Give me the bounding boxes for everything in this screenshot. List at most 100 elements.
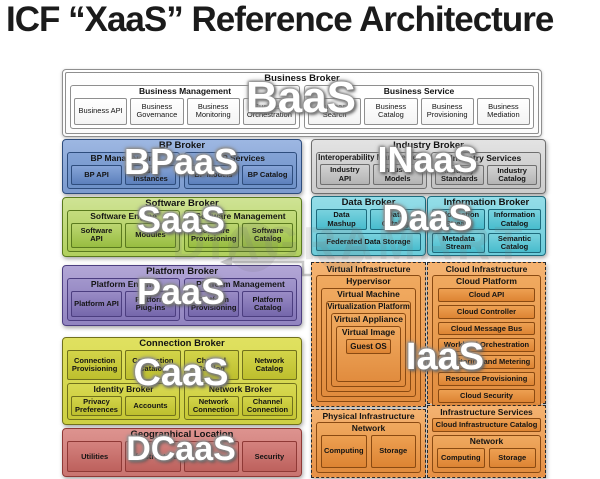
- item-box: Metadata Stream: [432, 232, 485, 254]
- network-box: Network Computing Storage: [316, 421, 421, 473]
- industry-broker: Industry Broker Interoperability Managem…: [311, 139, 546, 194]
- industry-services-group: Industry Services Industry Standards Ind…: [430, 152, 541, 190]
- broker-title: BP Broker: [158, 140, 206, 151]
- virtualization-platform-box: Virtualization Platform Virtual Applianc…: [326, 300, 411, 392]
- network-broker-group: Network Broker Network Connection Channe…: [184, 383, 297, 420]
- business-broker: Business Broker Business Management Busi…: [62, 69, 542, 137]
- item-box: Business Mediation: [476, 97, 530, 125]
- platform-broker: Platform Broker Platform Engine Platform…: [62, 265, 302, 326]
- cloud-infrastructure: Cloud Infrastructure Cloud Platform Clou…: [427, 262, 546, 407]
- item-box: Channel Connection: [242, 395, 293, 416]
- group-title: Software Management: [195, 211, 286, 222]
- section-title: Infrastructure Services: [440, 406, 533, 417]
- virtual-appliance-box: Virtual Appliance Virtual Image Guest OS: [331, 312, 406, 387]
- item-box: Security: [241, 441, 297, 472]
- group-title: Platform Engine: [90, 279, 157, 290]
- item-box: Storage: [488, 447, 536, 468]
- box-label: Network: [469, 436, 504, 447]
- broker-title: Information Broker: [443, 197, 530, 208]
- box-label: Virtual Image: [341, 327, 396, 338]
- section-title: Cloud Infrastructure: [445, 263, 528, 274]
- item-box: Platform Plug-ins: [125, 290, 176, 317]
- guest-os-box: Guest OS: [346, 338, 391, 354]
- group-title: Software Engine: [90, 211, 157, 222]
- virtual-image-box: Virtual Image Guest OS: [336, 325, 401, 382]
- item-box: Cloud Message Bus: [438, 321, 535, 336]
- broker-title: Geographical Location: [130, 429, 234, 440]
- section-title: Physical Infrastructure: [322, 410, 415, 421]
- broker-title: Software Broker: [145, 198, 219, 209]
- item-box: Industry Standards: [434, 164, 485, 186]
- item-box: Cloud Security: [438, 389, 535, 403]
- box-label: Virtual Machine: [337, 289, 400, 300]
- interoperability-management-group: Interoperability Management Industry API…: [316, 152, 427, 190]
- item-box: Data Mashup: [316, 209, 367, 230]
- software-broker: Software Broker Software Engine Software…: [62, 197, 302, 257]
- group-title: BP Management: [90, 153, 157, 164]
- group-title: Platform Management: [196, 279, 285, 290]
- item-box: Business Governance: [130, 97, 184, 125]
- software-engine-group: Software Engine Software API Modules: [67, 210, 180, 252]
- item-box: Semantic Catalog: [488, 232, 541, 254]
- broker-title: Platform Broker: [146, 266, 218, 277]
- bp-services-group: BP Services BP Models BP Catalog: [184, 152, 297, 190]
- item-box: Industry API: [320, 164, 370, 186]
- item-box: Platform API: [71, 290, 122, 317]
- item-box: Workload Orchestration: [438, 338, 535, 353]
- connection-broker: Connection Broker Connection Provisionin…: [62, 337, 302, 425]
- virtual-machine-box: Virtual Machine Virtualization Platform …: [321, 287, 416, 397]
- item-box: Business Monitoring: [186, 97, 240, 125]
- hypervisor-box: Hypervisor Virtual Machine Virtualizatio…: [316, 274, 421, 402]
- item-box: [183, 441, 239, 472]
- broker-title: Business Broker: [264, 73, 340, 84]
- virtual-infrastructure: Virtual Infrastructure Hypervisor Virtua…: [311, 262, 426, 407]
- broker-title: Connection Broker: [139, 338, 225, 349]
- item-box: Network Catalog: [241, 350, 297, 381]
- item-box: Channel Catalog: [183, 350, 239, 381]
- network-box: Network Computing Storage: [432, 434, 541, 473]
- item-box: Accounts: [125, 395, 176, 416]
- business-broker-frame: Business Broker Business Management Busi…: [65, 72, 539, 134]
- physical-infrastructure: Physical Infrastructure Network Computin…: [311, 409, 426, 478]
- group-title: BP Services: [216, 153, 265, 164]
- broker-title: Industry Broker: [393, 140, 464, 151]
- item-box: BP Models: [188, 164, 239, 186]
- connector-arrow: [220, 257, 316, 277]
- box-label: Hypervisor: [346, 276, 391, 287]
- business-service-group: Business Service Business Search Busines…: [304, 85, 534, 129]
- item-box: Modules: [125, 222, 176, 248]
- group-title: Industry Services: [450, 153, 522, 164]
- group-title: Identity Broker: [93, 384, 154, 395]
- box-label: Cloud Platform: [456, 276, 517, 287]
- item-box: Network Connection: [188, 395, 239, 416]
- item-box: BP API: [71, 164, 122, 186]
- cloud-infrastructure-catalog-box: Cloud Infrastructure Catalog: [432, 417, 541, 432]
- bp-management-group: BP Management BP API BP Instances: [67, 152, 180, 190]
- item-box: Infrastructure: [125, 441, 181, 472]
- platform-engine-group: Platform Engine Platform API Platform Pl…: [67, 278, 180, 321]
- item-box: Software Catalog: [242, 222, 293, 248]
- item-box: Connection Catalog: [125, 350, 181, 381]
- item-box: Business Orchestration: [242, 97, 296, 125]
- identity-broker-group: Identity Broker Privacy Preferences Acco…: [67, 383, 180, 420]
- cloud-platform-box: Cloud Platform Cloud API Cloud Controlle…: [432, 274, 541, 407]
- item-box: Business Search: [308, 97, 362, 125]
- item-box: Utilities: [67, 441, 123, 472]
- item-box: BP Catalog: [242, 164, 293, 186]
- item-box: Platform Catalog: [242, 290, 293, 317]
- box-label: Network: [351, 423, 386, 434]
- section-title: Virtual Infrastructure: [326, 263, 411, 274]
- item-box: BP Instances: [125, 164, 176, 186]
- group-title: Business Management: [138, 86, 232, 97]
- item-box: Computing: [437, 447, 485, 468]
- group-title: Network Broker: [208, 384, 273, 395]
- group-title: Business Service: [383, 86, 455, 97]
- item-box: Business Catalog: [364, 97, 418, 125]
- item-box: Data Catalog: [370, 209, 421, 230]
- data-broker: Data Broker Data Mashup Data Catalog Fed…: [311, 196, 426, 256]
- box-label: Virtual Appliance: [334, 314, 403, 325]
- item-box: Resource Provisioning: [438, 372, 535, 387]
- infrastructure-services: Infrastructure Services Cloud Infrastruc…: [427, 405, 546, 478]
- item-box: Federated Data Storage: [316, 232, 421, 251]
